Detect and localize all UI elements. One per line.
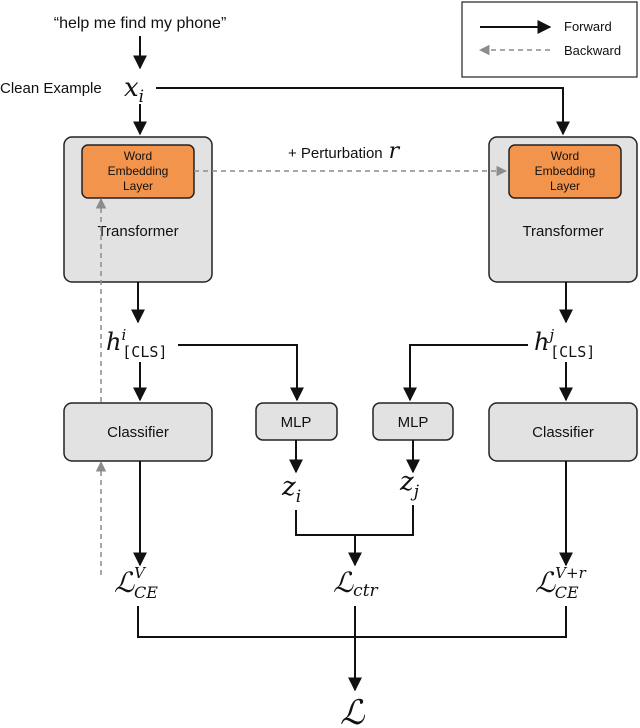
right-word-embedding-layer: [508, 144, 622, 199]
x-i-symbol: xi: [124, 73, 144, 107]
legend-box: [461, 1, 638, 78]
legend-backward-label: Backward: [564, 43, 621, 58]
right-transformer: Word Embedding Layer Transformer: [488, 136, 638, 283]
right-transformer-label: Transformer: [522, 223, 603, 240]
arrow-h-to-right-mlp: [403, 344, 528, 402]
z-j-symbol: zj: [399, 467, 420, 502]
loss-total: ℒ: [340, 693, 366, 728]
arrow-x-to-right-transformer: [156, 87, 570, 136]
h-left-symbol: hi[CLS]: [106, 326, 167, 361]
h-right-symbol: hj[CLS]: [534, 326, 595, 361]
left-transformer-label: Transformer: [97, 223, 178, 240]
loss-merge-line: [137, 606, 567, 638]
right-mlp-label: MLP: [398, 414, 429, 431]
clean-example-label: Clean Example: [0, 80, 102, 97]
left-embedding-line3: Layer: [123, 179, 153, 193]
z-i-symbol: zi: [281, 472, 301, 507]
left-embedding-line2: Embedding: [108, 164, 169, 178]
right-classifier-box: [488, 402, 638, 462]
left-embedding-line1: Word: [124, 149, 152, 163]
input-text: “help me find my phone”: [54, 15, 227, 32]
left-mlp-label: MLP: [281, 414, 312, 431]
z-merge-line: [295, 505, 414, 536]
right-classifier-label: Classifier: [532, 424, 594, 441]
loss-ctr: ℒctr: [333, 566, 379, 601]
legend-forward-label: Forward: [564, 19, 612, 34]
right-embedding-line3: Layer: [550, 179, 580, 193]
right-embedding-line1: Word: [551, 149, 579, 163]
arrow-h-to-left-mlp: [178, 344, 304, 402]
left-classifier-label: Classifier: [107, 424, 169, 441]
left-transformer: Word Embedding Layer Transformer: [63, 136, 213, 283]
legend: Forward Backward: [461, 1, 638, 78]
left-classifier-box: [63, 402, 213, 462]
right-embedding-line2: Embedding: [535, 164, 596, 178]
